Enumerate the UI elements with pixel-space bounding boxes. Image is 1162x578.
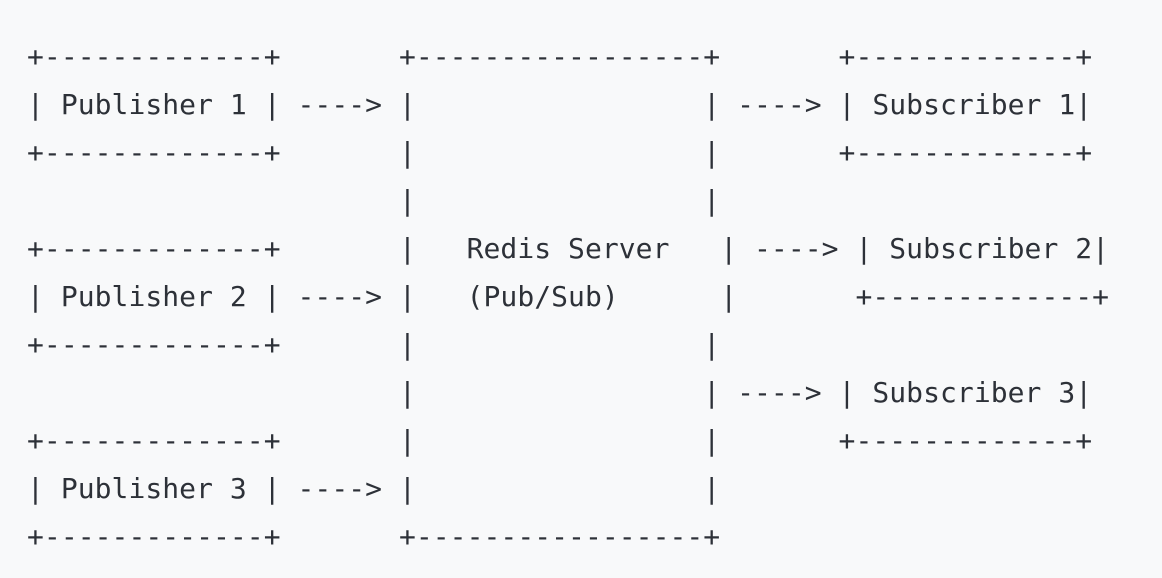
ascii-line-server-walls-1: | |	[27, 184, 721, 217]
ascii-line-borders-bottom: +-------------+ +-----------------+	[27, 520, 721, 553]
ascii-line-publisher-1-bottom: +-------------+ | | +-------------+	[27, 136, 1093, 169]
redis-pubsub-ascii-diagram: +-------------+ +-----------------+ +---…	[27, 33, 1109, 561]
ascii-line-publisher-3-top: +-------------+ | | +-------------+	[27, 424, 1093, 457]
ascii-line-publisher-1: | Publisher 1 | ----> | | ----> | Subscr…	[27, 88, 1093, 121]
ascii-line-subscriber-3: | | ----> | Subscriber 3|	[27, 376, 1093, 409]
ascii-line-borders-top: +-------------+ +-----------------+ +---…	[27, 40, 1093, 73]
ascii-line-publisher-3: | Publisher 3 | ----> | |	[27, 472, 721, 505]
ascii-line-publisher-2-bottom: +-------------+ | |	[27, 328, 721, 361]
ascii-line-redis-server-subscriber-2: +-------------+ | Redis Server | ----> |…	[27, 232, 1110, 265]
ascii-line-publisher-2-pubsub: | Publisher 2 | ----> | (Pub/Sub) | +---…	[27, 280, 1110, 313]
